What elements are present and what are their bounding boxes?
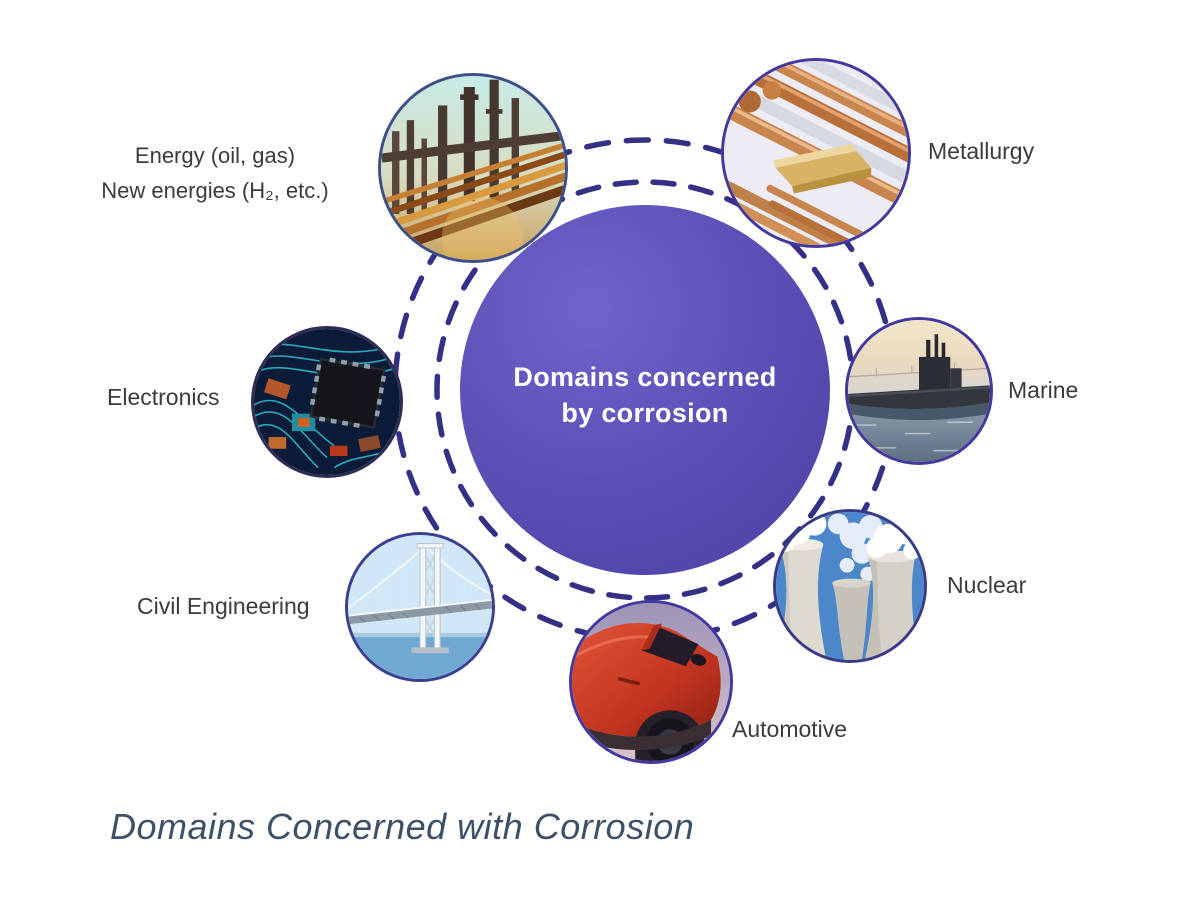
red-car-photo bbox=[572, 603, 730, 761]
civil-engineering-label: Civil Engineering bbox=[137, 593, 310, 619]
submarine-photo bbox=[848, 320, 990, 462]
oil-refinery-photo bbox=[381, 76, 565, 260]
center-title-line2: by corrosion bbox=[561, 398, 729, 428]
marine-photo-circle bbox=[845, 317, 993, 465]
electronics-photo-circle bbox=[251, 326, 403, 478]
center-title-line1: Domains concerned bbox=[513, 361, 777, 392]
nuclear-photo-circle bbox=[773, 509, 927, 663]
energy-label-line2: New energies (H₂, etc.) bbox=[101, 178, 329, 203]
center-title: Domains concerned by corrosion bbox=[513, 359, 776, 432]
electronics-label: Electronics bbox=[107, 384, 220, 410]
energy-label-line1: Energy (oil, gas) bbox=[134, 143, 296, 168]
civil-photo-circle bbox=[345, 532, 495, 682]
nuclear-label: Nuclear bbox=[947, 572, 1027, 598]
marine-label: Marine bbox=[1008, 377, 1079, 403]
circuit-board-photo bbox=[254, 329, 400, 475]
metal-rods-photo bbox=[724, 61, 908, 245]
center-circle: Domains concerned by corrosion bbox=[460, 205, 830, 575]
metallurgy-photo-circle bbox=[721, 58, 911, 248]
energy-label: Energy (oil, gas) New energies (H₂, etc.… bbox=[60, 138, 370, 208]
automotive-label: Automotive bbox=[732, 716, 848, 742]
automotive-photo-circle bbox=[569, 600, 733, 764]
metallurgy-label: Metallurgy bbox=[928, 138, 1035, 164]
caption-title: Domains Concerned with Corrosion bbox=[110, 806, 695, 847]
suspension-bridge-photo bbox=[348, 535, 492, 679]
energy-photo-circle bbox=[378, 73, 568, 263]
cooling-towers-photo bbox=[776, 512, 924, 660]
